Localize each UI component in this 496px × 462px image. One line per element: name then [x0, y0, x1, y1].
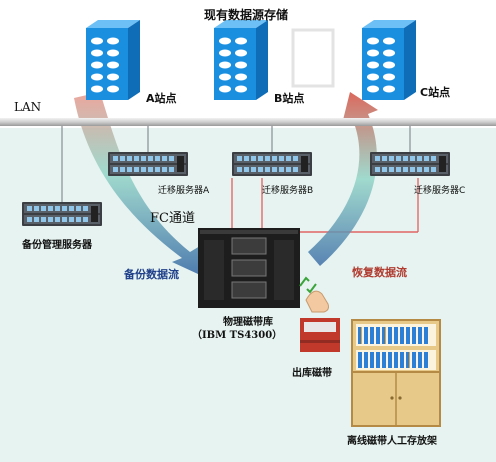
server-icon-a: [108, 152, 188, 176]
fc-channel-label: FC通道: [150, 211, 195, 226]
tape-eject-icon: [299, 276, 329, 313]
tape-shelf-icon: [351, 319, 441, 427]
restore-flow-label: 恢复数据流: [352, 266, 407, 279]
server-label-a: 迁移服务器A: [158, 186, 210, 196]
restore-flow-arrow: [308, 92, 378, 266]
storage-icon-a: [86, 20, 140, 100]
placeholder-frame: [291, 28, 335, 88]
lan-bus: [0, 118, 496, 126]
site-label-a: A站点: [146, 92, 177, 105]
tape-out-label: 出库磁带: [292, 368, 332, 379]
backup-flow-arrow: [74, 92, 200, 274]
server-icon-b: [232, 152, 312, 176]
site-label-c: C站点: [420, 86, 451, 99]
tape-library-model: （IBM TS4300）: [192, 330, 283, 341]
backup-server-icon: [22, 202, 102, 226]
server-label-c: 迁移服务器C: [414, 186, 466, 196]
backup-flow-label: 备份数据流: [124, 268, 179, 281]
shelf-label: 离线磁带人工存放架: [347, 436, 437, 447]
tape-library-icon: [198, 228, 300, 308]
storage-icon-b: [214, 20, 268, 100]
lan-label: LAN: [14, 100, 42, 114]
diagram-title: 现有数据源存储: [204, 8, 289, 22]
tape-cartridge-icon: [300, 318, 340, 352]
tape-library-label: 物理磁带库: [223, 317, 273, 328]
site-label-b: B站点: [274, 92, 305, 105]
backup-server-label: 备份管理服务器: [22, 240, 92, 251]
storage-icon-c: [362, 20, 416, 100]
fc-lines: [231, 178, 419, 233]
server-icon-c: [370, 152, 450, 176]
server-label-b: 迁移服务器B: [262, 186, 314, 196]
lan-connections: [61, 124, 411, 202]
